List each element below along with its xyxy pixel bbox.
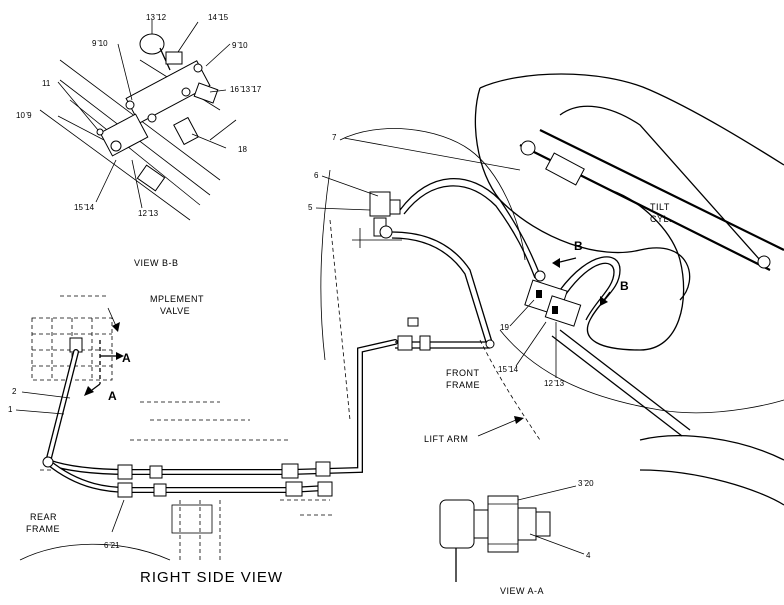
lift-arm-outline <box>479 199 784 506</box>
rear-frame-lines <box>19 401 335 561</box>
hose-fittings <box>42 317 495 498</box>
tilt-cyl-label-line1: TILT <box>650 202 670 212</box>
callout-aa-3-20: 3 ̄20 <box>578 479 594 488</box>
implement-valve-label-line2: VALVE <box>160 306 190 316</box>
callout-bb-11: 11 <box>42 79 51 88</box>
callout-bb-16-13-17: 16 ̄13 ̄17 <box>230 85 262 94</box>
section-a-markers <box>84 307 124 396</box>
callout-12-13: 12 ̄13 <box>544 379 565 388</box>
valve-assembly-5-6 <box>352 191 402 248</box>
implement-valve-label-line1: MPLEMENT <box>150 294 204 304</box>
front-frame-outline <box>320 73 784 421</box>
callout-6: 6 <box>314 171 319 180</box>
lift-arm-label: LIFT ARM <box>424 434 468 444</box>
callout-bb-18: 18 <box>238 145 247 154</box>
callout-bb-10-9: 10 ̄9 <box>16 111 32 120</box>
callout-aa-4: 4 <box>586 551 591 560</box>
callout-15-14: 15 ̄14 <box>498 365 519 374</box>
tilt-cylinder <box>519 105 784 271</box>
callout-7: 7 <box>332 133 337 142</box>
callout-19: 19 <box>500 323 509 332</box>
callout-bb-9-10-left: 9 ̄10 <box>92 39 108 48</box>
callout-6-21: 6 ̄21 <box>104 541 120 550</box>
section-b-label-lower: B <box>620 279 629 293</box>
front-frame-label-line1: FRONT <box>446 368 480 378</box>
view-aa-title: VIEW A-A <box>500 586 544 596</box>
callout-2: 2 <box>12 387 17 396</box>
callout-5: 5 <box>308 203 313 212</box>
callout-bb-15-14: 15 ̄14 <box>74 203 95 212</box>
callout-1: 1 <box>8 405 13 414</box>
section-b-markers <box>552 257 611 306</box>
rear-frame-label-line2: FRAME <box>26 524 60 534</box>
rear-frame-label-line1: REAR <box>30 512 57 522</box>
hose-assemblies <box>45 178 691 493</box>
view-bb-detail <box>39 20 237 221</box>
callout-bb-9-10-right: 9 ̄10 <box>232 41 248 50</box>
valve-block-19 <box>524 270 582 327</box>
callout-bb-13-12: 13 ̄12 <box>146 13 167 22</box>
view-bb-title: VIEW B-B <box>134 258 179 268</box>
section-a-label-lower: A <box>108 389 117 403</box>
callout-bb-14-15: 14 ̄15 <box>208 13 229 22</box>
callout-bb-12-13: 12 ̄13 <box>138 209 159 218</box>
section-b-label-upper: B <box>574 239 583 253</box>
section-a-label-upper: A <box>122 351 131 365</box>
front-frame-label-line2: FRAME <box>446 380 480 390</box>
right-side-view-title: RIGHT SIDE VIEW <box>140 569 283 586</box>
view-aa-detail <box>439 485 585 582</box>
callout-leaders <box>15 137 557 533</box>
tilt-cyl-label-line2: CYL. <box>650 214 672 224</box>
